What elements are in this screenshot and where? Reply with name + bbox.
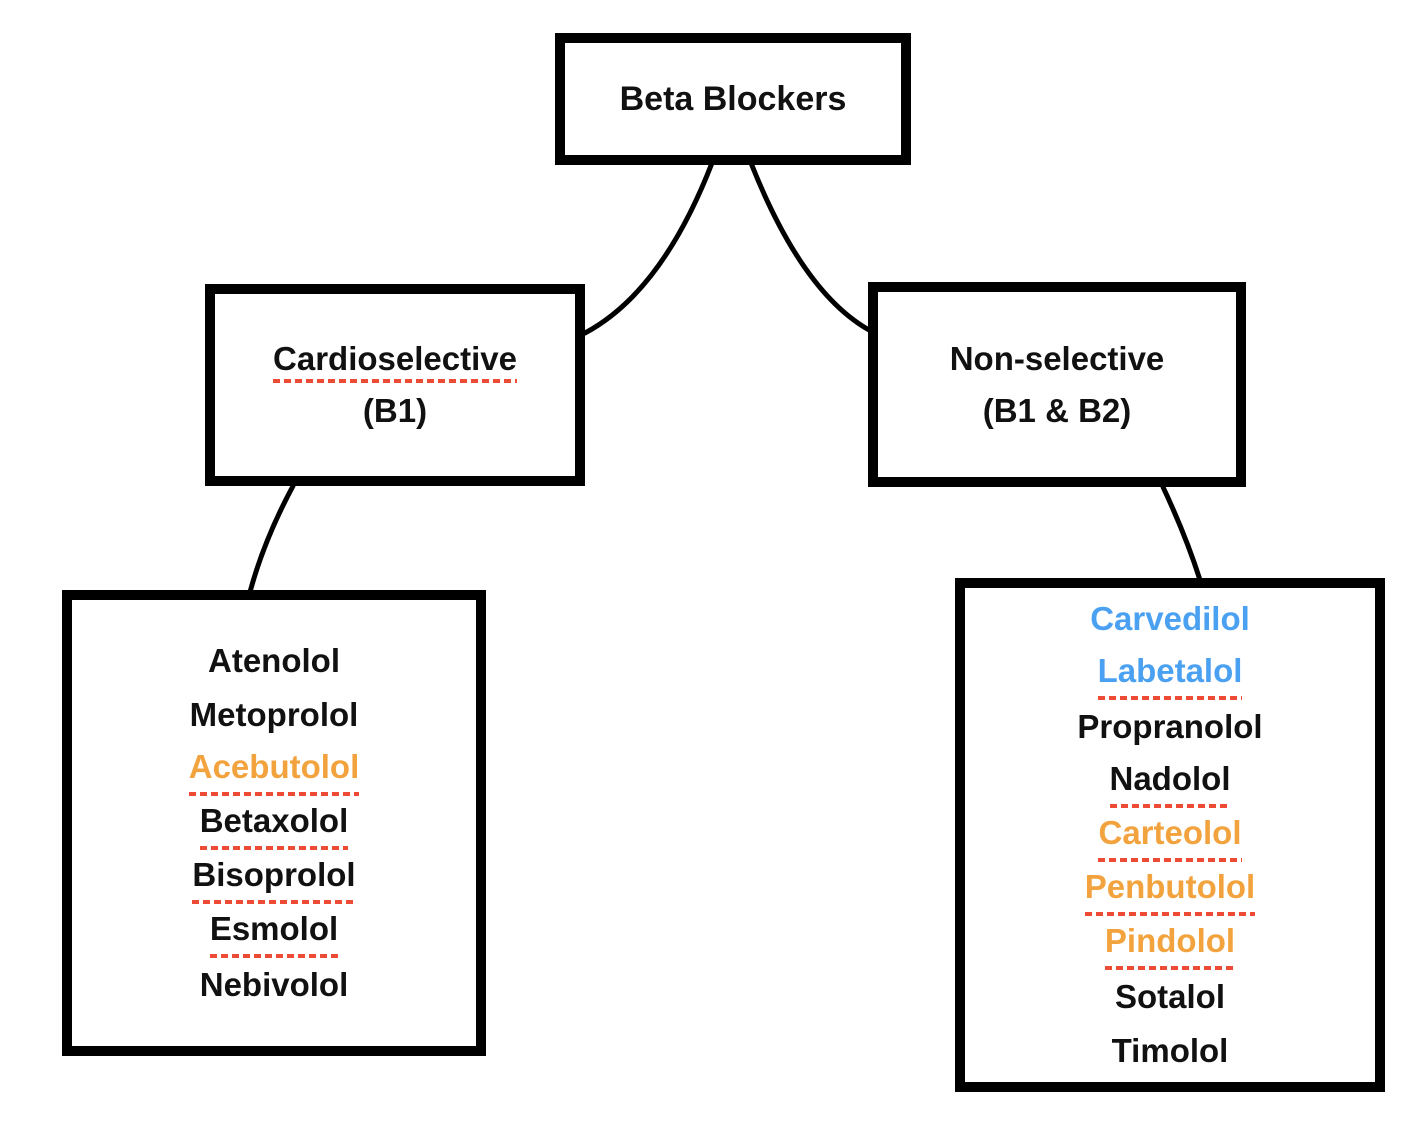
node-beta-blockers-label: Beta Blockers: [619, 79, 847, 118]
node-nonselective: Non-selective (B1 & B2): [868, 282, 1246, 487]
drug-item: Betaxolol: [199, 796, 349, 850]
connector-root-to-nonselective: [748, 160, 872, 333]
drug-item: Penbutolol: [1084, 862, 1256, 916]
drug-item: Metoprolol: [189, 696, 359, 733]
node-beta-blockers: Beta Blockers: [555, 33, 911, 165]
drug-item: Bisoprolol: [192, 850, 356, 904]
connector-root-to-cardioselective: [582, 160, 715, 336]
drug-item: Esmolol: [209, 904, 339, 958]
connector-nonselective-to-list: [1160, 484, 1203, 583]
drug-item: Acebutolol: [188, 742, 360, 796]
node-nonselective-subtitle: (B1 & B2): [982, 391, 1132, 429]
drug-item: Nadolol: [1109, 754, 1231, 808]
drug-item: Carteolol: [1098, 808, 1242, 862]
drug-item: Carvedilol: [1090, 600, 1250, 637]
node-cardioselective-subtitle: (B1): [362, 392, 428, 429]
drug-item: Labetalol: [1097, 646, 1243, 700]
node-cardioselective-title: Cardioselective: [273, 333, 517, 385]
node-nonselective-title: Non-selective: [949, 339, 1165, 377]
drug-item: Atenolol: [208, 642, 340, 679]
drug-item: Sotalol: [1114, 978, 1225, 1015]
drug-item: Propranolol: [1077, 708, 1263, 745]
drug-item: Timolol: [1111, 1032, 1229, 1069]
drug-item: Pindolol: [1104, 916, 1236, 970]
drug-item: Nebivolol: [199, 966, 349, 1003]
connector-cardioselective-to-list: [247, 483, 296, 595]
node-cardioselective: Cardioselective (B1): [205, 284, 585, 486]
